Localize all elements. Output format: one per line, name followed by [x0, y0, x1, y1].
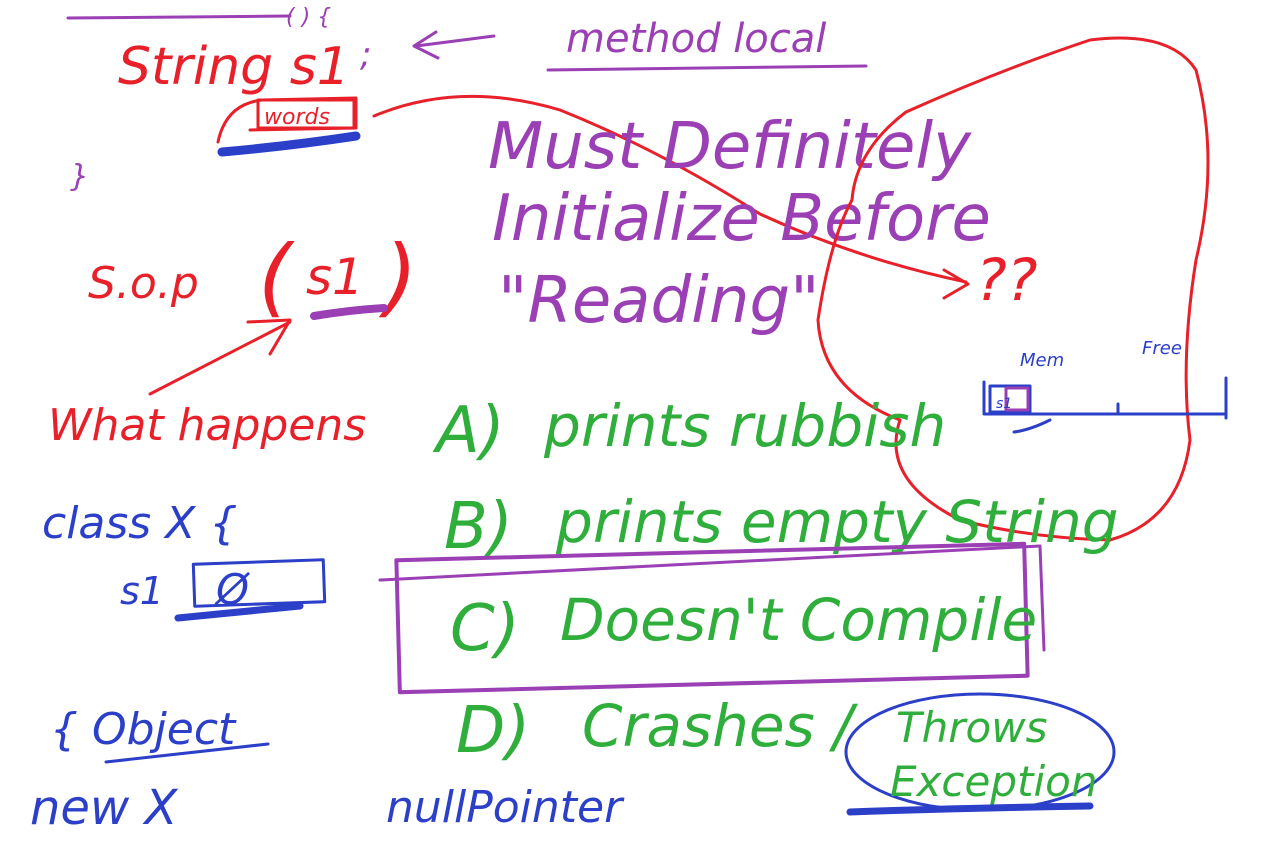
initialize-before-text: Initialize Before — [492, 182, 991, 256]
method-local-underline — [546, 64, 868, 72]
object-underline — [104, 742, 270, 764]
null-symbol: Ø — [214, 565, 250, 614]
string-declaration: String s1 — [118, 37, 350, 97]
object-label: { Object — [50, 704, 237, 755]
sop-argument: s1 — [306, 248, 364, 306]
answer-a-letter: A) — [432, 394, 505, 468]
correct-answer-box-stroke — [378, 544, 1046, 652]
method-local-arrow — [412, 30, 496, 60]
memory-box-text: s1 — [996, 396, 1012, 412]
exception-text: Exception — [890, 757, 1097, 806]
memory-strip: s1 — [982, 376, 1228, 434]
field-box-underline — [174, 602, 304, 622]
mem-label: Mem — [1020, 350, 1064, 371]
answer-b-letter: B) — [444, 490, 513, 564]
reading-arrow — [372, 94, 968, 284]
method-local-label: method local — [566, 16, 826, 62]
new-x-text: new X — [30, 780, 178, 836]
value-box: words — [216, 96, 361, 157]
answer-c-text: Doesn't Compile — [560, 586, 1037, 654]
field-box — [191, 558, 327, 608]
answer-d-letter: D) — [456, 694, 530, 768]
sop-argument-underline — [310, 304, 388, 320]
method-braces: ( ) { — [286, 5, 331, 30]
reading-text: "Reading" — [498, 264, 820, 338]
value-box-text: words — [264, 105, 330, 130]
sop-call: S.o.p — [88, 258, 199, 309]
throws-text: Throws — [896, 703, 1047, 752]
what-happens-text: What happens — [48, 400, 366, 451]
statement-semicolon: ; — [360, 35, 371, 75]
must-definitely-text: Must Definitely — [488, 110, 972, 184]
question-marks: ?? — [976, 246, 1038, 314]
close-brace: } — [70, 159, 89, 194]
sop-open-paren: ( — [258, 227, 295, 327]
what-happens-arrow — [148, 318, 292, 396]
field-s1: s1 — [120, 569, 164, 613]
free-label: Free — [1142, 338, 1182, 359]
answer-a-text: prints rubbish — [543, 392, 946, 460]
answer-c-letter: C) — [450, 592, 520, 666]
memory-blob — [816, 36, 1210, 542]
exception-underline — [846, 802, 1094, 816]
top-rule — [66, 14, 292, 20]
correct-answer-box — [394, 541, 1030, 695]
class-x-text: class X { — [42, 498, 237, 549]
answer-d-text: Crashes / — [582, 692, 858, 760]
null-pointer-text: nullPointer — [386, 782, 625, 833]
reading-arrowhead — [942, 268, 970, 300]
